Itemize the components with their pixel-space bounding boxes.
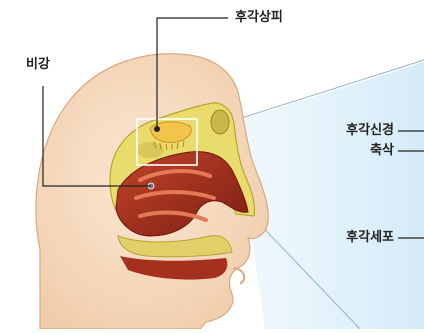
frontal-sinus [211, 110, 229, 134]
label-olfactory-nerve: 후각신경 [330, 124, 394, 137]
label-olfactory-cell: 후각세포 [330, 231, 394, 244]
label-olfactory-epithelium: 후각상피 [235, 11, 283, 24]
label-nasal-cavity: 비강 [26, 58, 50, 71]
label-axon: 축삭 [330, 144, 394, 157]
